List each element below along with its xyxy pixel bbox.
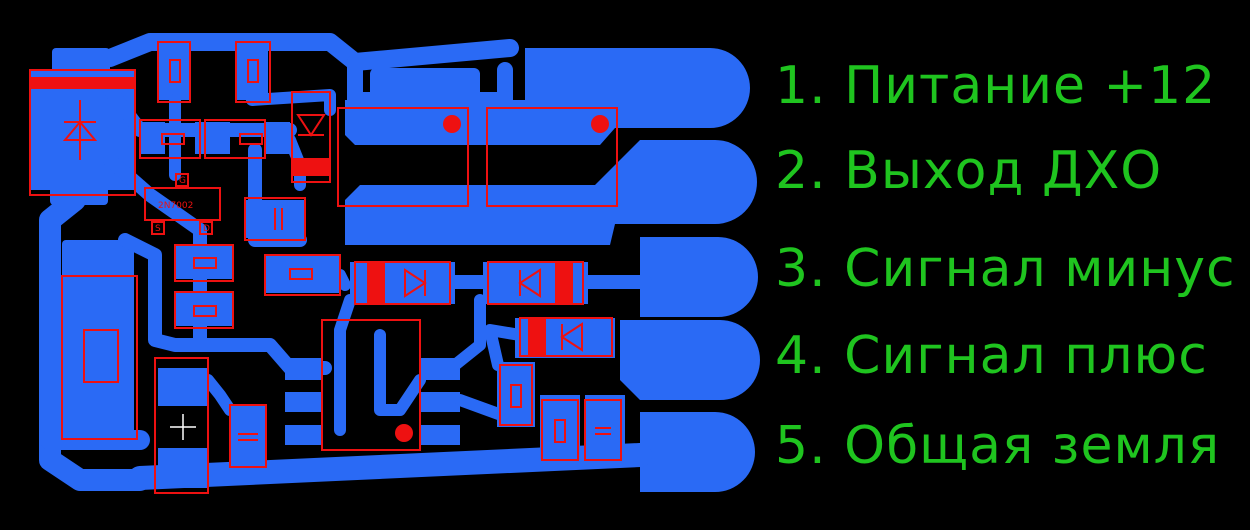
pin-s-label: S — [155, 224, 161, 234]
ic-u1 — [321, 319, 421, 451]
pad-pin-3 — [640, 237, 758, 317]
transistor-label: 2N7002 — [158, 201, 193, 211]
pad-pin-2 — [345, 140, 757, 245]
pin-label-4: 4. Сигнал плюс — [775, 326, 1208, 386]
diode-d4 — [487, 261, 584, 305]
diode-d3 — [354, 261, 451, 305]
pin-label-2: 2. Выход ДХО — [775, 141, 1163, 201]
pad-pin-5 — [640, 412, 755, 492]
pin-g-label: G — [179, 176, 186, 186]
pad-pin-4 — [620, 320, 760, 400]
pin-label-1: 1. Питание +12 — [775, 56, 1217, 116]
diode-d2 — [291, 91, 331, 183]
diode-d5 — [519, 317, 613, 357]
copper-layer — [30, 33, 760, 492]
silkscreen-layer: 2N7002 G S D — [29, 41, 622, 494]
transistor-q1: 2N7002 G S D — [144, 173, 221, 235]
pin-label-5: 5. Общая земля — [775, 416, 1221, 476]
diode-d1 — [29, 69, 136, 196]
pin-label-3: 3. Сигнал минус — [775, 239, 1236, 299]
pin-d-label: D — [203, 224, 210, 234]
